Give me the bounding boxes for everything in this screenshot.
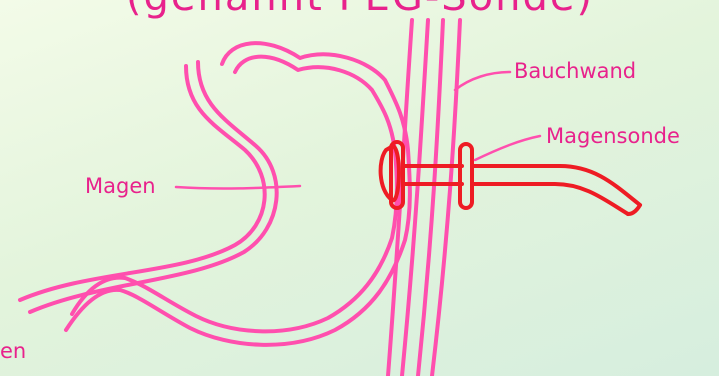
label-cut-off: en: [0, 339, 26, 363]
label-magensonde: Magensonde: [546, 124, 680, 148]
stomach: [20, 43, 410, 345]
label-bauchwand: Bauchwand: [514, 59, 636, 83]
abdominal-wall-layer-4: [432, 20, 460, 376]
leader-bauchwand: [455, 72, 510, 90]
tube-end: [628, 205, 640, 214]
leader-magen: [176, 186, 300, 189]
abdominal-wall: [388, 20, 460, 376]
label-magen: Magen: [85, 174, 156, 198]
diagram-title: (genannt PEG-Sonde): [126, 0, 594, 20]
leader-magensonde: [475, 136, 540, 160]
external-plate: [460, 144, 472, 208]
tube-external-bottom: [472, 184, 628, 214]
leader-lines: [176, 72, 540, 189]
